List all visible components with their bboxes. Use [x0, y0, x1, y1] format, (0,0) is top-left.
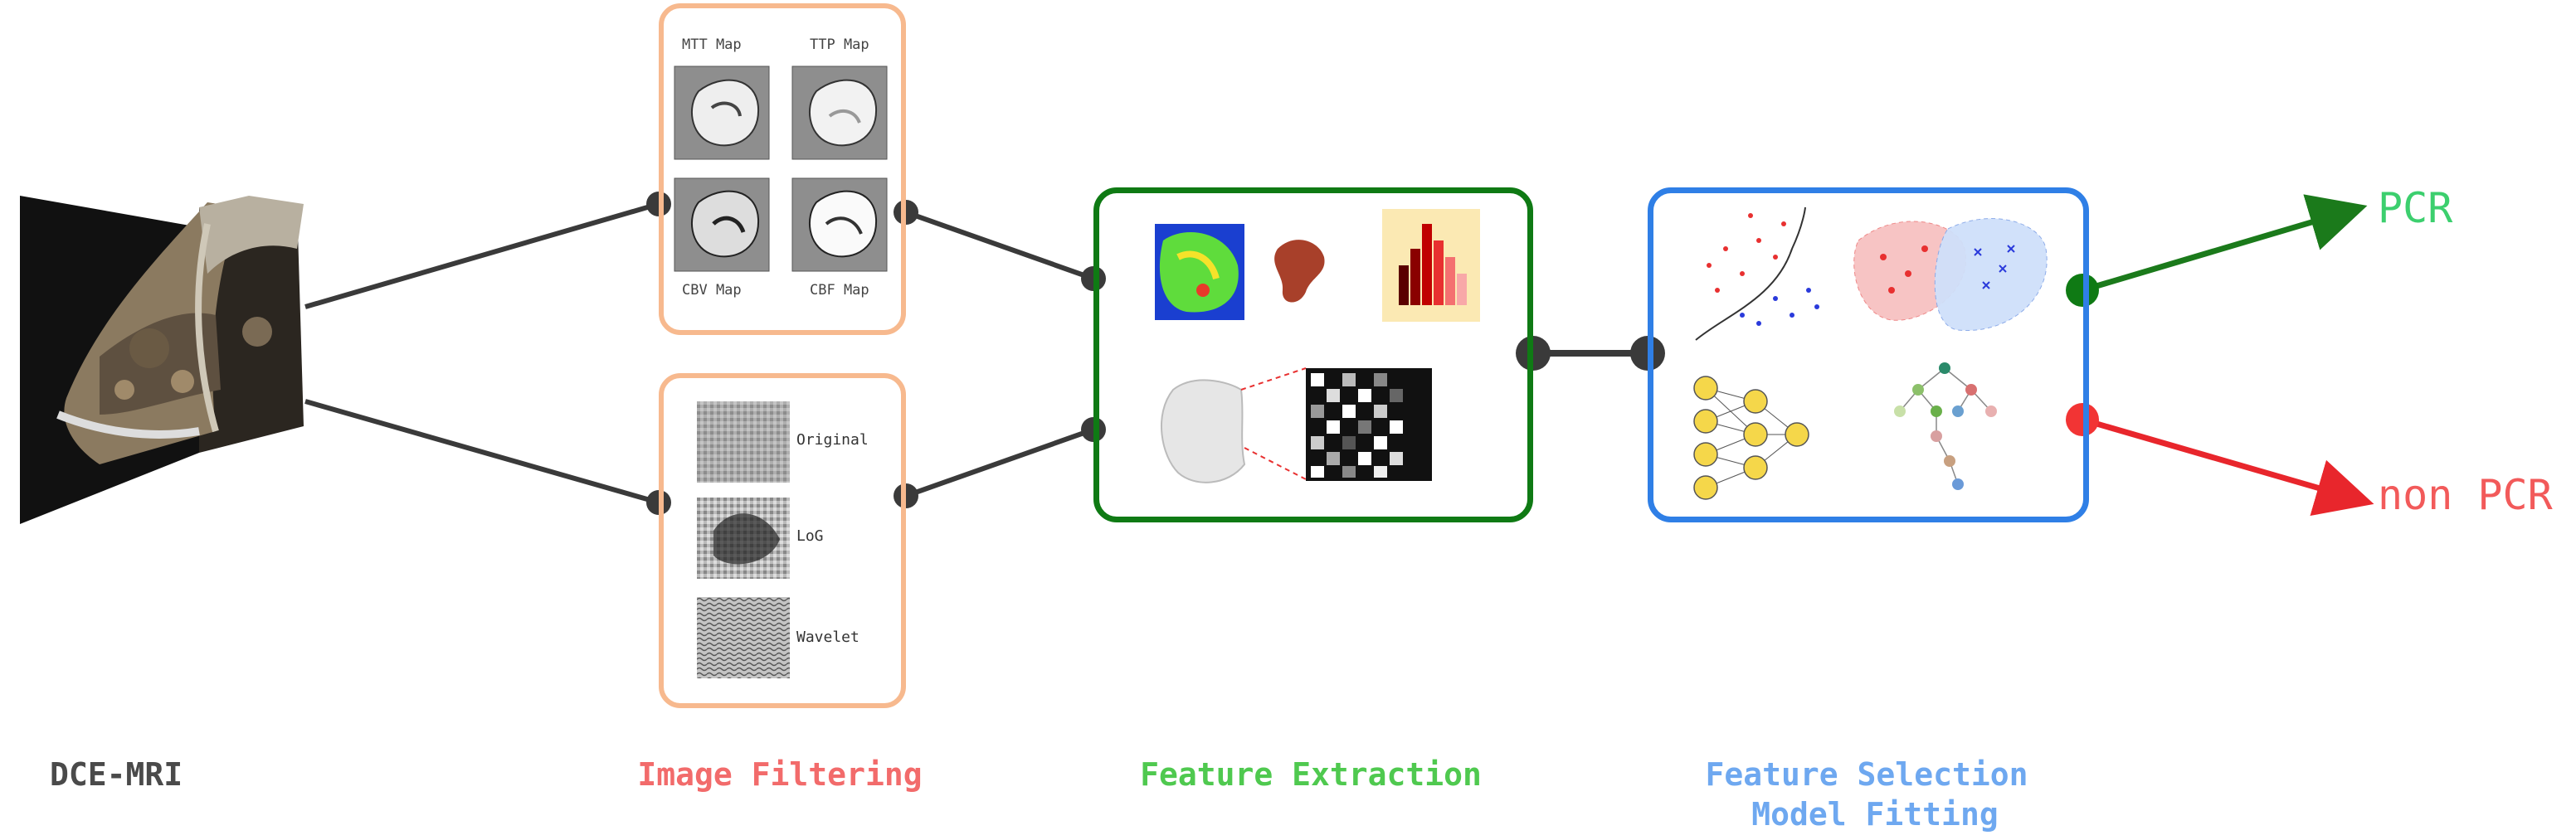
model-fitting-icons	[1693, 206, 2048, 500]
filter-tiles	[697, 401, 790, 678]
perfusion-map-tiles	[674, 66, 888, 272]
stage-label-image-filtering: Image Filtering	[637, 756, 923, 793]
arrow-non-pcr	[2082, 416, 2374, 517]
output-label-pcr: PCR	[2378, 184, 2453, 232]
feature-extraction-box	[1093, 187, 1533, 522]
stage-label-feature-extraction: Feature Extraction	[1140, 756, 1482, 793]
filter-label-log: LoG	[796, 527, 824, 545]
mri-volume-image	[20, 196, 304, 524]
output-dot-non-pcr	[2066, 403, 2099, 436]
feature-selection-box	[1648, 187, 2089, 522]
map-label-ttp: TTP Map	[810, 36, 869, 53]
connector-dot	[894, 483, 918, 508]
stage-label-dce-mri: DCE-MRI	[50, 756, 183, 793]
arrow-pcr	[2082, 194, 2368, 294]
stage-label-model-fitting: Model Fitting	[1751, 796, 1999, 833]
map-label-cbv: CBV Map	[682, 282, 742, 299]
map-label-mtt: MTT Map	[682, 36, 742, 53]
connector-dot	[1516, 336, 1551, 371]
stage-label-feature-selection: Feature Selection	[1705, 756, 2028, 793]
connector-maps-to-extraction	[904, 210, 1095, 281]
output-label-non-pcr: non PCR	[2378, 471, 2553, 519]
image-filters-box	[659, 373, 906, 708]
connector-mri-to-maps	[304, 202, 660, 309]
connector-filters-to-extraction	[904, 427, 1095, 498]
feature-extraction-icons	[1155, 209, 1480, 483]
perfusion-maps-box	[659, 3, 906, 335]
connector-dot	[894, 200, 918, 225]
output-dot-pcr	[2066, 274, 2099, 307]
connector-mri-to-filters	[304, 399, 660, 505]
map-label-cbf: CBF Map	[810, 282, 869, 299]
filter-label-wavelet: Wavelet	[796, 629, 859, 646]
filter-label-original: Original	[796, 431, 869, 449]
